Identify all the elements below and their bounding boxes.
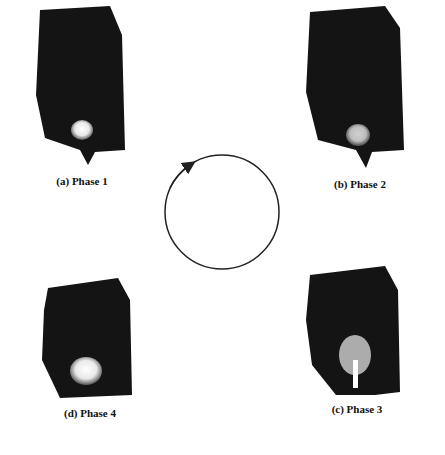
phase-caption: (b) Phase 2 — [334, 178, 386, 191]
phase-caption: (d) Phase 4 — [64, 407, 116, 420]
phase-photo — [42, 278, 132, 398]
phase-photo — [36, 6, 125, 165]
phase-photo — [306, 266, 400, 395]
phase-caption: (c) Phase 3 — [332, 403, 383, 416]
phase-caption: (a) Phase 1 — [56, 175, 107, 188]
cycle-arrow — [165, 155, 279, 269]
phase-photo — [306, 6, 404, 168]
